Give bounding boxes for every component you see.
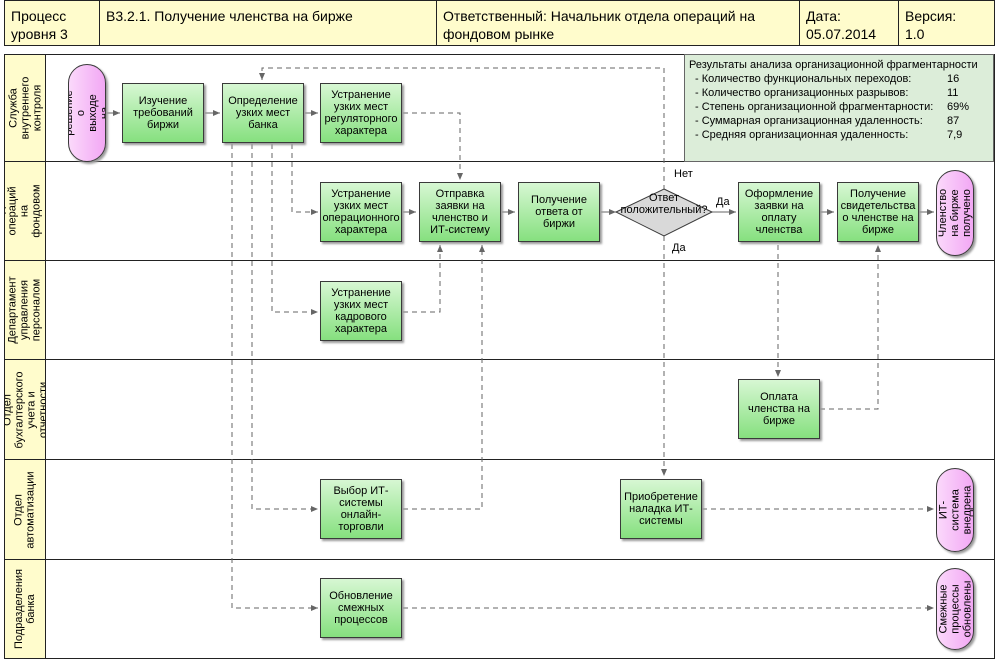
metric-row: - Степень организационной фрагментарност… [695,101,970,113]
task-submit-application: Отправка заявки на членство и ИТ-систему [419,182,501,242]
flow-hr-to-submit [403,245,443,313]
task-fix-hr: Устранение узких мест кадрового характер… [320,281,402,341]
decision-question: Ответ положительный? [620,192,708,216]
task-get-certificate: Получение свидетельства о членстве на би… [837,182,919,242]
fragmentation-metrics-panel: Результаты анализа организационной фрагм… [684,54,994,162]
end-event-related-processes: Смежные процессы обновлены [936,568,974,650]
lane-label-stock-market-ops: Отдел операций на фондовом рынке [4,161,46,261]
flow-bottlenecks-to-oper [291,144,318,215]
version-value: 1.0 [905,26,925,42]
flow-reg-to-submit [403,112,463,180]
metrics-title: Результаты анализа организационной фрагм… [689,59,978,71]
date-label: Дата: [806,8,841,24]
task-get-response: Получение ответа от биржи [518,182,600,242]
lane-label-internal-control: Служба внутреннего контроля [4,54,46,162]
metric-row: - Количество функциональных переходов:16 [695,73,960,85]
decision-no-label: Нет [674,168,693,180]
header-level: Процесс уровня 3 [4,0,100,46]
task-fix-regulatory: Устранение узких мест регуляторного хара… [320,83,402,143]
lane-label-bank-units: Подразделения банка [4,559,46,659]
task-study-requirements: Изучение требований биржи [122,83,204,143]
end-event-membership: Членство на бирже получено [936,170,974,256]
task-buy-it-system: Приобретение наладка ИТ-системы [620,479,702,539]
task-update-related: Обновление смежных процессов [320,578,402,638]
start-event: Принято решение о выходе на биржу [68,64,106,162]
metric-row: - Количество организационных разрывов:11 [695,87,959,99]
end-event-it-system: ИТ-система внедрена [936,468,974,552]
header-date: Дата: 05.07.2014 [799,0,899,46]
header-responsible: Ответственный: Начальник отдела операций… [436,0,800,46]
metric-row: - Средняя организационная удаленность:7,… [695,129,963,141]
flow-bottlenecks-to-hr [271,144,318,315]
flow-pay-to-cert [820,245,881,410]
date-value: 05.07.2014 [806,26,877,42]
task-fix-operational: Устранение узких мест операционного хара… [320,182,402,242]
task-identify-bottlenecks: Определение узких мест банка [222,83,304,143]
version-label: Версия: [905,8,957,24]
header-version: Версия: 1.0 [898,0,995,46]
task-payment-request: Оформление заявки на оплату членства [738,182,820,242]
flow-it-select-to-submit [403,245,485,510]
flow-bottlenecks-to-related [231,144,318,611]
lane-label-automation: Отдел автоматизации [4,459,46,560]
task-pay-membership: Оплата членства на бирже [738,379,820,439]
decision-yes-right-label: Да [716,196,730,208]
flow-bottlenecks-to-it-select [251,144,318,512]
lane-label-hr: Департамент управления персоналом [4,260,46,360]
metric-row: - Суммарная организационная удаленность:… [695,115,960,127]
decision-yes-down-label: Да [672,242,686,254]
lane-label-accounting: Отдел бухгалтерского учета и отчетности [4,359,46,460]
task-select-it-system: Выбор ИТ-системы онлайн-торговли [320,479,402,539]
